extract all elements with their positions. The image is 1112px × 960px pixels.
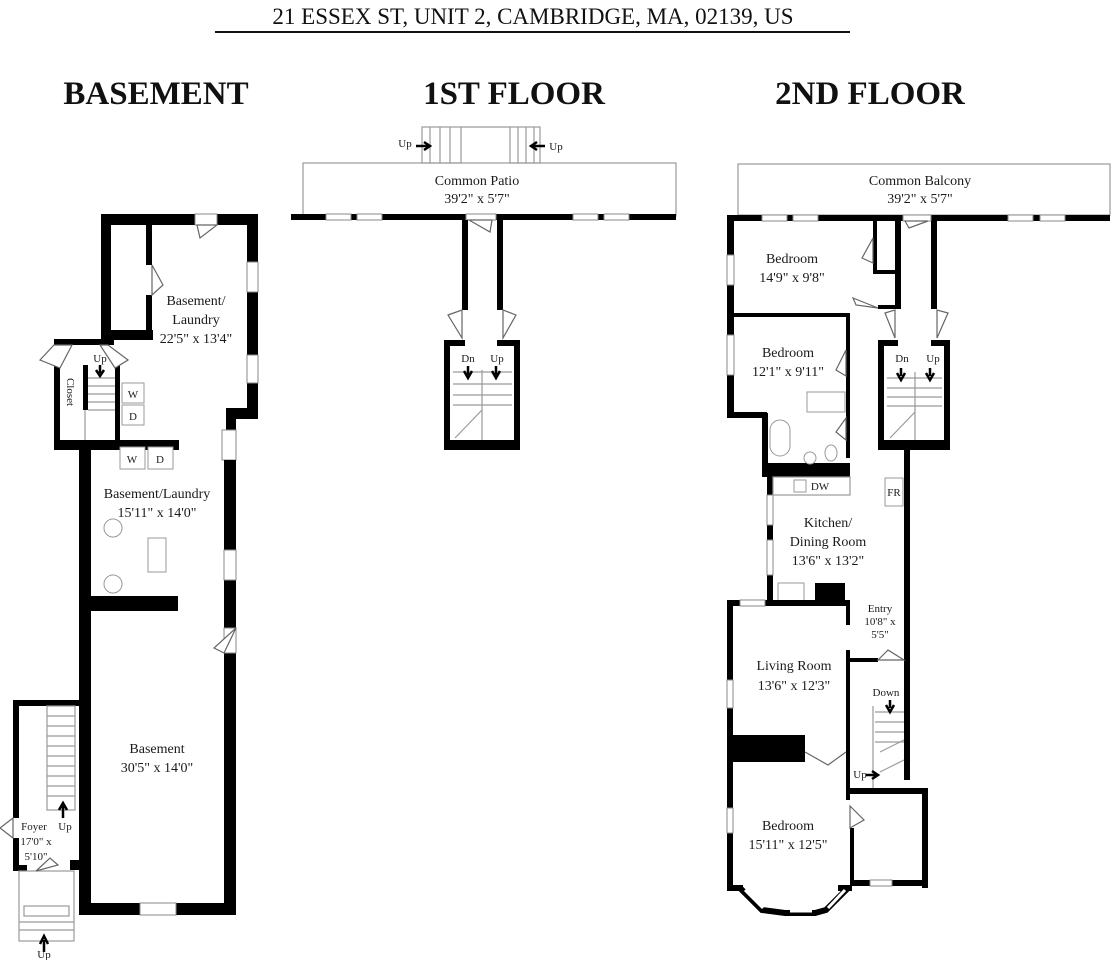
- first-floor-plan: Up Up Common Patio 39'2" x 5'7" Dn Up: [291, 126, 677, 450]
- arrow-right-icon: [416, 140, 433, 152]
- svg-text:Up: Up: [37, 949, 51, 960]
- room-kitchen-dining: Kitchen/: [804, 516, 852, 531]
- arrow-right-icon: [866, 769, 881, 781]
- room-kitchen-dining-dims: 13'6" x 13'2": [792, 554, 864, 569]
- room-bedroom-2-dims: 12'1" x 9'11": [752, 365, 824, 380]
- room-basement-dims: 30'5" x 14'0": [121, 761, 193, 776]
- svg-text:Dining Room: Dining Room: [790, 535, 867, 550]
- svg-text:17'0" x: 17'0" x: [20, 836, 52, 848]
- svg-text:Up: Up: [490, 353, 504, 365]
- floor-title-1st: 1ST FLOOR: [423, 76, 606, 112]
- room-common-balcony-dims: 39'2" x 5'7": [887, 192, 952, 207]
- svg-text:Up: Up: [926, 353, 940, 365]
- svg-text:Up: Up: [853, 769, 867, 781]
- room-basement-laundry-upper-dims: 22'5" x 13'4": [160, 332, 232, 347]
- floor-title-2nd: 2ND FLOOR: [775, 76, 966, 112]
- room-common-patio-dims: 39'2" x 5'7": [444, 192, 509, 207]
- closet-label: Closet: [64, 378, 76, 406]
- room-basement-laundry-upper: Basement/: [166, 294, 225, 309]
- room-basement-laundry-middle-dims: 15'11" x 14'0": [118, 506, 197, 521]
- arrow-down-icon: [895, 368, 907, 383]
- arrow-up-icon: [57, 800, 69, 818]
- room-bedroom-2: Bedroom: [762, 346, 814, 361]
- basement-plan: Up Closet W D Basement/ Laundry 22'5" x …: [0, 213, 259, 960]
- svg-text:Up: Up: [58, 821, 72, 833]
- arrow-down-icon: [884, 700, 896, 715]
- svg-text:Dn: Dn: [461, 353, 475, 365]
- svg-text:Down: Down: [873, 687, 900, 699]
- room-foyer: Foyer: [21, 821, 47, 833]
- arrow-up-icon: [38, 933, 50, 952]
- room-common-patio: Common Patio: [435, 174, 519, 189]
- address-title: 21 ESSEX ST, UNIT 2, CAMBRIDGE, MA, 0213…: [272, 4, 793, 29]
- fridge-label: FR: [887, 487, 901, 499]
- svg-text:Up: Up: [398, 138, 412, 150]
- svg-text:5'5": 5'5": [871, 629, 888, 641]
- svg-text:W: W: [127, 454, 138, 466]
- svg-text:10'8" x: 10'8" x: [864, 616, 896, 628]
- dishwasher-label: DW: [811, 481, 830, 493]
- title-underline: [215, 31, 850, 33]
- washer-upper: [121, 382, 145, 404]
- room-entry: Entry: [868, 603, 893, 615]
- svg-text:D: D: [129, 411, 137, 423]
- room-bedroom-3: Bedroom: [762, 819, 814, 834]
- svg-text:Laundry: Laundry: [172, 313, 219, 328]
- arrow-down-icon: [924, 368, 936, 383]
- room-basement-laundry-middle: Basement/Laundry: [104, 487, 211, 502]
- arrow-down-icon: [462, 366, 474, 381]
- room-bedroom-3-dims: 15'11" x 12'5": [749, 838, 828, 853]
- arrow-down-icon: [94, 365, 106, 379]
- svg-text:Up: Up: [549, 141, 563, 153]
- room-common-balcony: Common Balcony: [869, 174, 971, 189]
- arrow-left-icon: [528, 140, 545, 152]
- svg-text:5'10": 5'10": [25, 851, 48, 863]
- room-bedroom-1: Bedroom: [766, 252, 818, 267]
- svg-text:Dn: Dn: [895, 353, 909, 365]
- second-floor-plan: Common Balcony 39'2" x 5'7" Bedroom 14'9…: [726, 163, 1111, 916]
- arrow-down-icon: [490, 366, 502, 381]
- svg-text:D: D: [156, 454, 164, 466]
- basement-stair-up-label: Up: [93, 353, 107, 365]
- room-bedroom-1-dims: 14'9" x 9'8": [759, 271, 824, 286]
- room-basement: Basement: [129, 742, 184, 757]
- svg-text:W: W: [128, 389, 139, 401]
- room-living: Living Room: [756, 659, 831, 674]
- room-living-dims: 13'6" x 12'3": [758, 679, 830, 694]
- dryer-upper: [121, 404, 145, 426]
- floor-title-basement: BASEMENT: [63, 76, 248, 112]
